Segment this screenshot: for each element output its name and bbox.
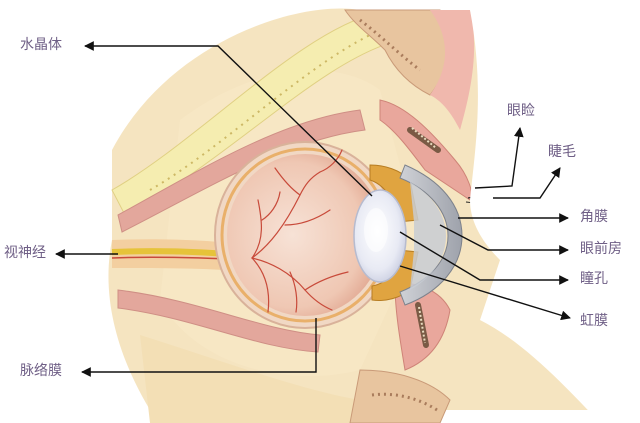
label-eyelid: 眼睑: [507, 103, 535, 119]
leader-pupil: [399, 231, 569, 285]
cornea-shape: [399, 164, 463, 306]
nose-skin: [470, 0, 640, 423]
label-eyelash: 睫毛: [548, 144, 576, 160]
label-pupil: 瞳孔: [580, 271, 608, 287]
vitreous-retina: [227, 154, 383, 316]
leader-choroid: [81, 318, 317, 377]
label-optic-nerve: 视神经: [4, 245, 46, 261]
cheek-bone: [349, 369, 451, 423]
leader-lens: [84, 41, 373, 197]
label-choroid: 脉络膜: [20, 363, 62, 379]
leader-lines: [55, 41, 571, 377]
forehead-skin: [430, 10, 475, 130]
label-anterior-chamber: 眼前房: [580, 241, 622, 257]
orbital-floor-bone: [140, 335, 360, 423]
leader-eyelid: [474, 127, 524, 189]
label-cornea: 角膜: [580, 209, 608, 225]
label-lens: 水晶体: [20, 37, 62, 53]
anterior-chamber-space: [410, 182, 446, 290]
inferior-rectus-muscle: [117, 289, 321, 353]
leader-iris: [399, 265, 571, 321]
leader-eyelash: [493, 167, 561, 199]
retinal-vessels: [251, 149, 349, 313]
superior-rectus-muscle: [117, 109, 366, 233]
label-iris: 虹膜: [580, 313, 608, 329]
leader-anterior-chamber: [439, 224, 569, 255]
